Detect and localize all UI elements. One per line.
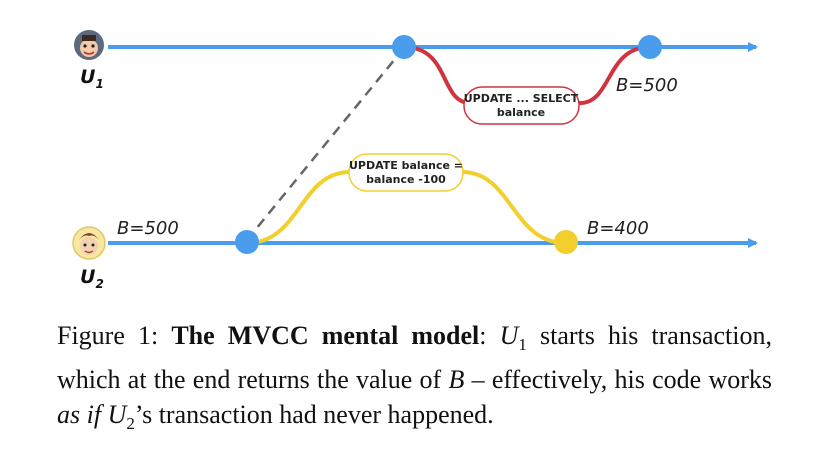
u1-label: U1 xyxy=(80,66,104,91)
u2-start-balance-label: B=500 xyxy=(117,218,179,239)
u2-avatar xyxy=(72,226,106,260)
u1-operation-pill: UPDATE ... SELECT balance xyxy=(463,86,580,125)
u2-op-line2: balance -100 xyxy=(366,173,446,186)
diagram-canvas: UPDATE ... SELECT balance UPDATE balance… xyxy=(72,30,758,260)
u1-end-balance-label: B=500 xyxy=(616,75,678,96)
u2-end-balance-label: B=400 xyxy=(587,218,649,239)
u2-label: U2 xyxy=(80,266,104,291)
u2-operation-pill: UPDATE balance = balance -100 xyxy=(348,153,464,192)
u2-start-node xyxy=(235,230,259,254)
u2-end-node xyxy=(554,230,578,254)
u1-end-node xyxy=(638,35,662,59)
u1-start-node xyxy=(392,35,416,59)
figure-caption: Figure 1: The MVCC mental model: U1 star… xyxy=(57,321,773,434)
u1-avatar xyxy=(74,30,104,60)
mvcc-diagram: UPDATE ... SELECT balance UPDATE balance… xyxy=(72,30,758,291)
u2-op-line1: UPDATE balance = xyxy=(349,159,463,172)
u1-op-line2: balance xyxy=(497,106,545,119)
snapshot-dashed-line xyxy=(246,47,405,241)
caption-title: The MVCC mental model xyxy=(171,321,480,350)
u1-op-line1: UPDATE ... SELECT xyxy=(464,92,579,105)
